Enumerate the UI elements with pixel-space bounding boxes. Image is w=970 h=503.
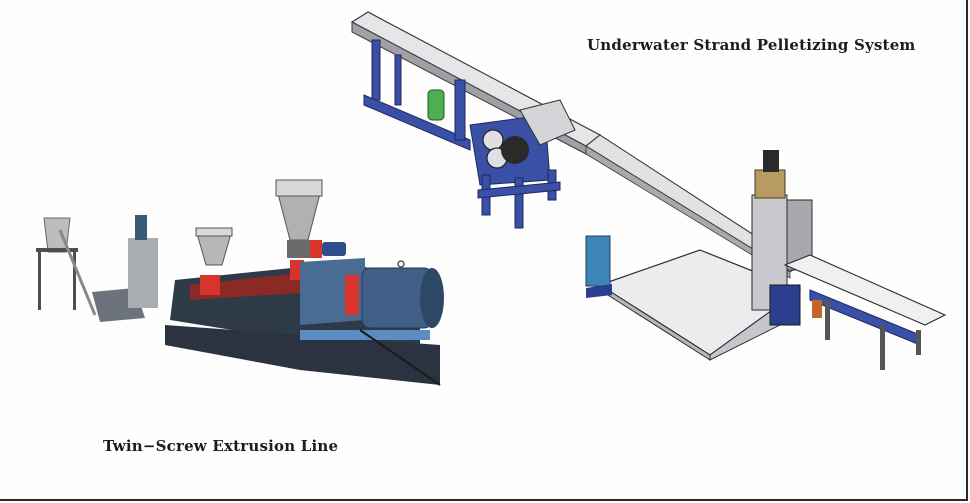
extrusion-line-caption: Twin−Screw Extrusion Line	[103, 437, 339, 455]
pelletizing-system-caption: Underwater Strand Pelletizing System	[587, 36, 916, 54]
extrusion-line-illustration	[36, 179, 444, 386]
pelletizing-system-illustration	[350, 11, 947, 370]
